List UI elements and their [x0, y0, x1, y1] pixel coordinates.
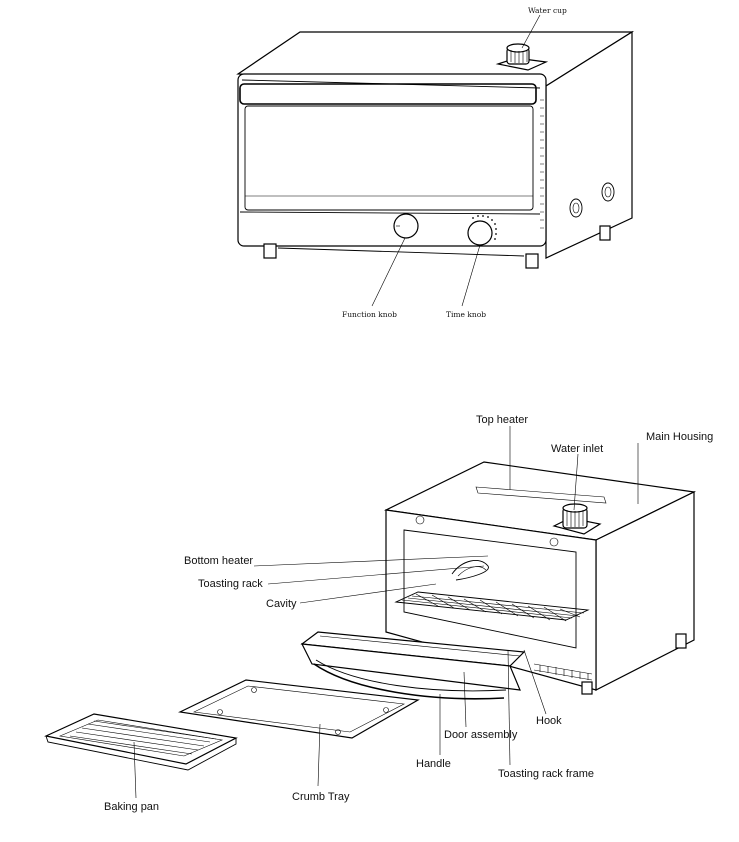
closed-oven-illustration: [236, 30, 635, 269]
label-main-housing: Main Housing: [646, 431, 713, 443]
label-top-heater: Top heater: [476, 414, 528, 426]
label-cavity: Cavity: [266, 598, 297, 610]
label-crumb-tray: Crumb Tray: [292, 791, 350, 803]
door-assembly-illustration: [300, 631, 526, 700]
label-door-assembly: Door assembly: [444, 729, 518, 741]
baking-pan-illustration: [44, 713, 238, 771]
label-water-cup: Water cup: [528, 6, 567, 15]
label-toasting-rack: Toasting rack: [198, 578, 263, 590]
label-toasting-rack-frame: Toasting rack frame: [498, 768, 594, 780]
label-bottom-heater: Bottom heater: [184, 555, 253, 567]
label-baking-pan: Baking pan: [104, 801, 159, 813]
label-function-knob: Function knob: [342, 310, 397, 319]
label-time-knob: Time knob: [446, 310, 486, 319]
label-water-inlet: Water inlet: [551, 443, 603, 455]
label-handle: Handle: [416, 758, 451, 770]
label-hook: Hook: [536, 715, 562, 727]
crumb-tray-illustration: [177, 679, 420, 739]
